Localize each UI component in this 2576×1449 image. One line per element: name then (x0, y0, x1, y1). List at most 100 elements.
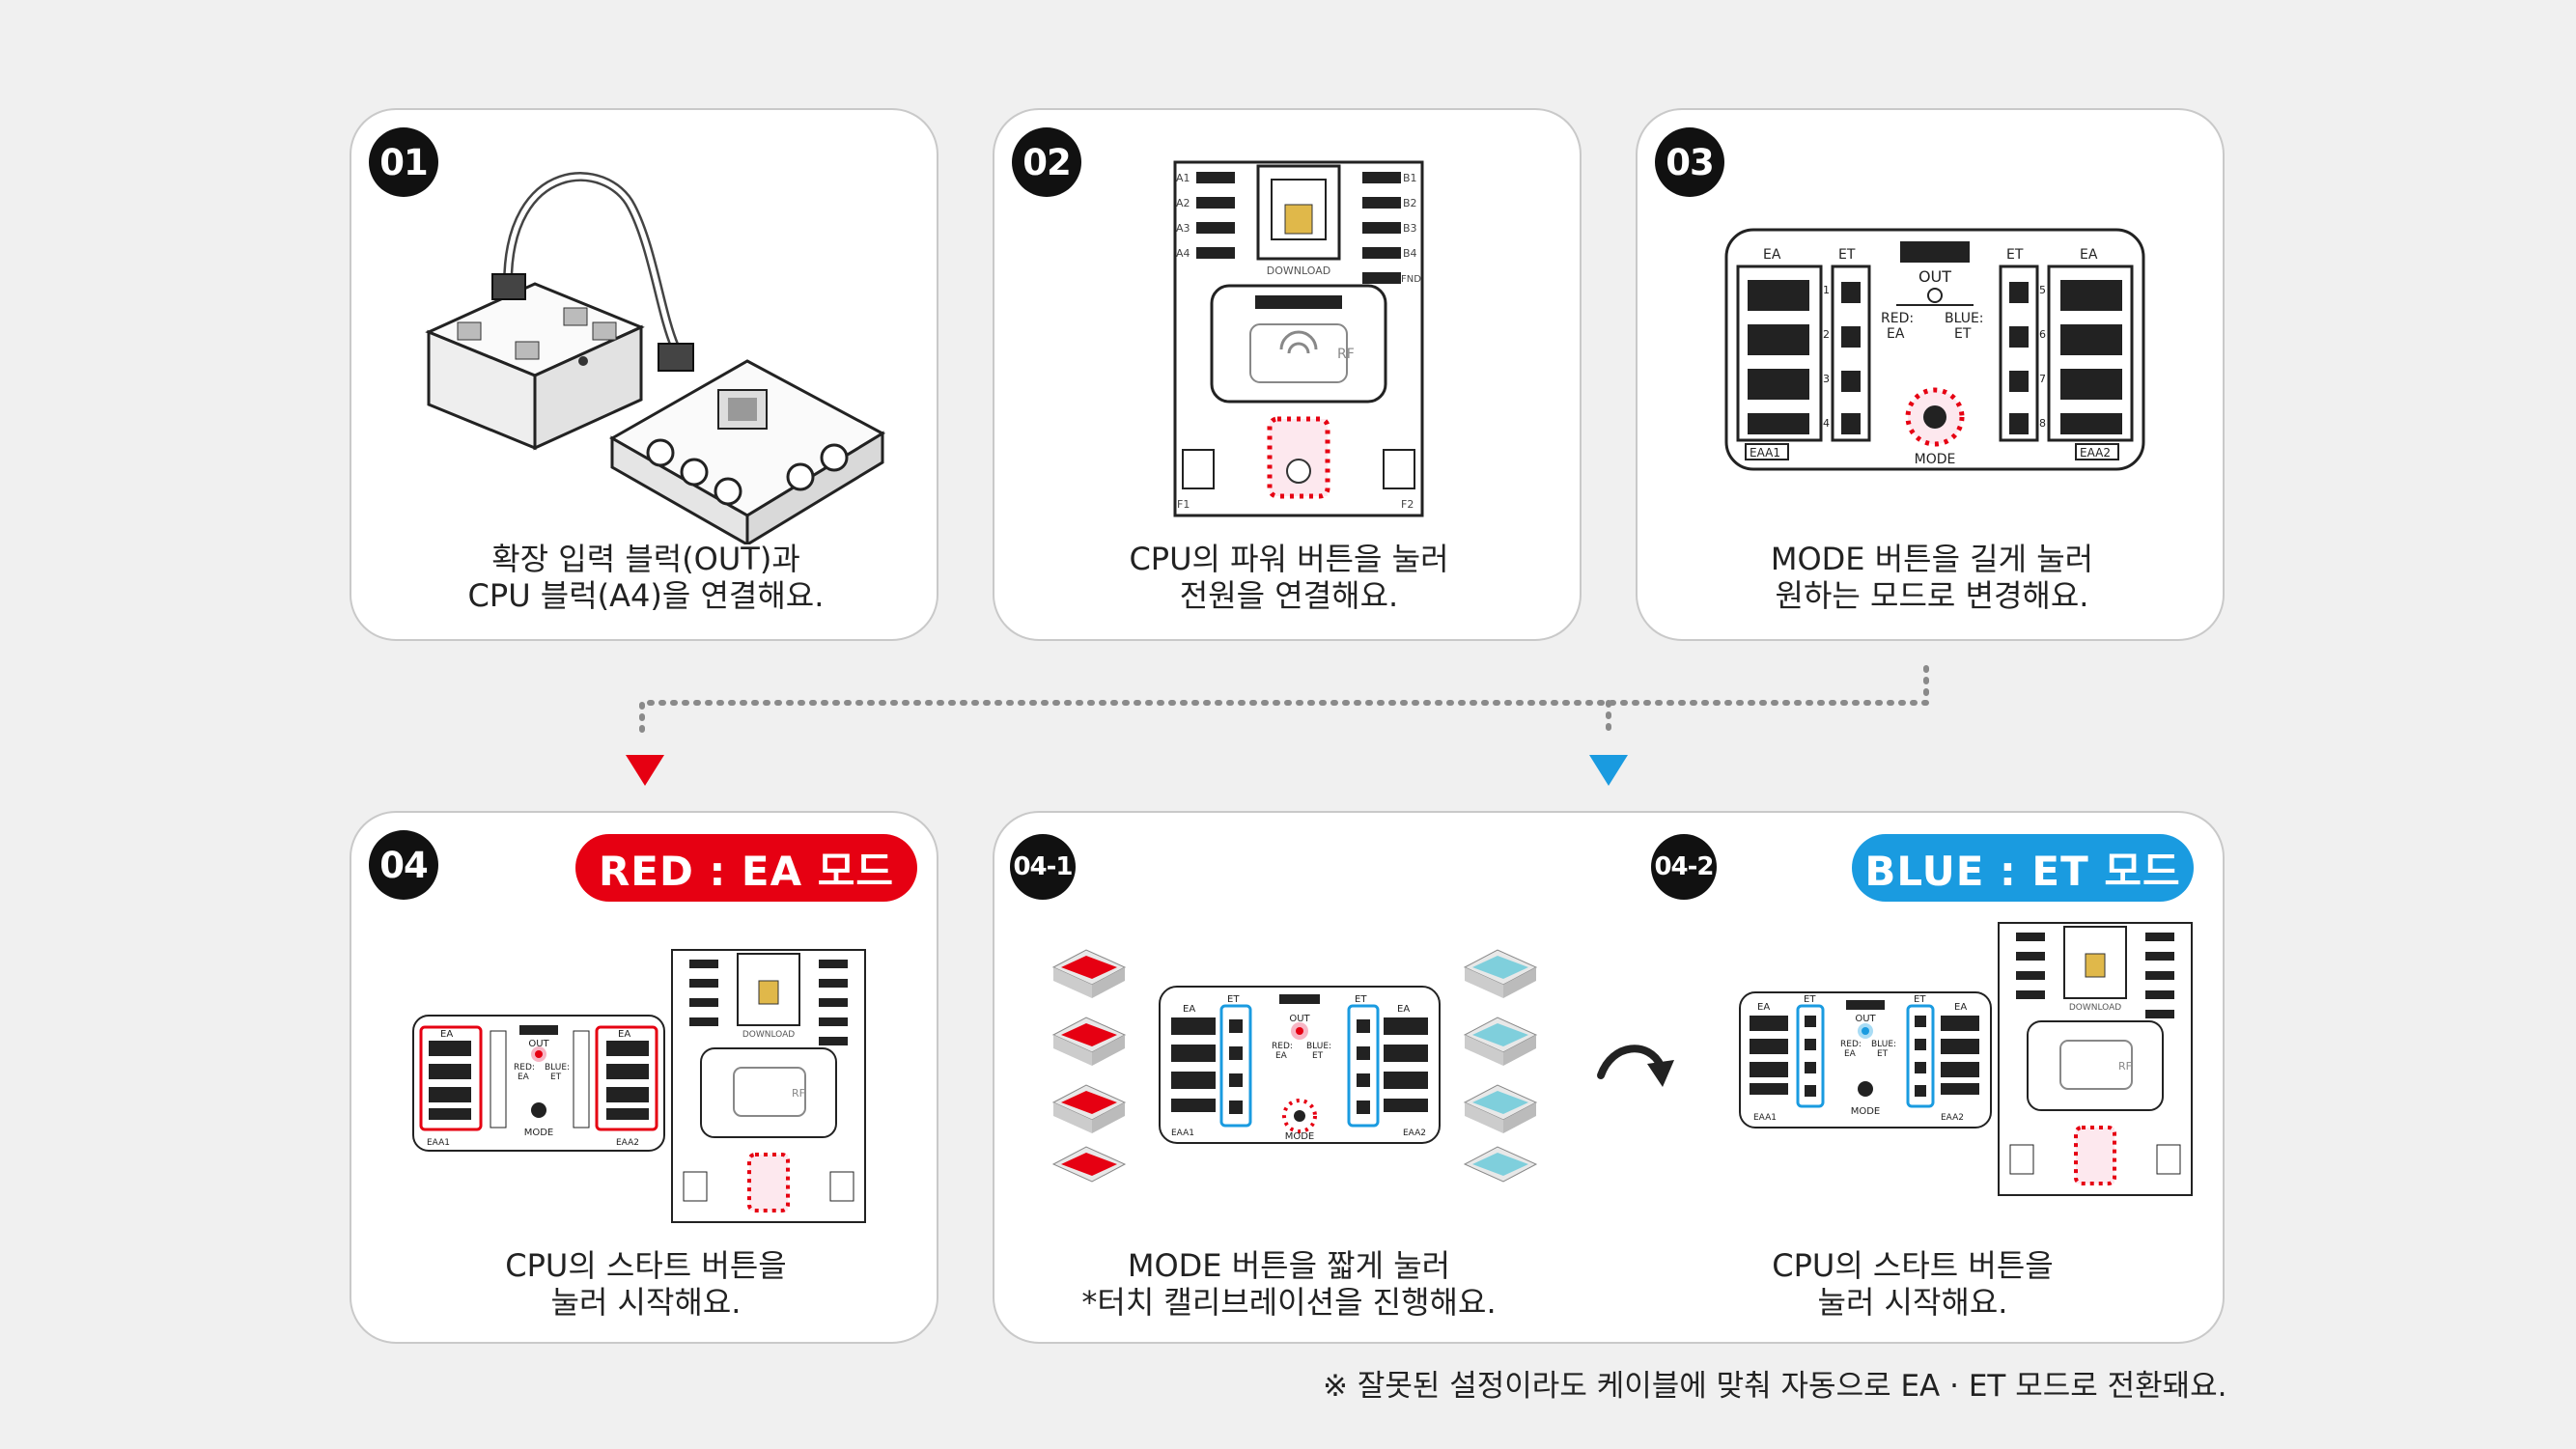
step-02-badge: 02 (1012, 127, 1081, 197)
svg-text:RED:: RED: (514, 1063, 535, 1073)
svg-text:ET: ET (1355, 994, 1367, 1005)
svg-text:2: 2 (1823, 328, 1830, 341)
svg-text:EAA1: EAA1 (1753, 1113, 1777, 1123)
step-03-caption-line2: 원하는 모드로 변경해요. (1775, 577, 2089, 614)
svg-text:ET: ET (1914, 994, 1926, 1005)
et-mode-setup-illustration: EA ET ET EA OUT RED: BLUE: EA ET MODE EA… (1739, 922, 2193, 1196)
out-label: OUT (1918, 267, 1951, 286)
blue-et-label: ET (1954, 326, 1972, 342)
svg-text:ET: ET (1877, 1049, 1889, 1059)
step-04-caption-line2: 눌러 시작해요. (550, 1284, 742, 1321)
port-label-a4: A4 (1176, 247, 1190, 260)
svg-text:EAA2: EAA2 (1403, 1129, 1426, 1138)
svg-text:MODE: MODE (1851, 1106, 1881, 1117)
svg-text:EA: EA (1954, 1002, 1967, 1013)
svg-text:RED:: RED: (1272, 1042, 1293, 1051)
cpu-block-power-illustration: A1 A2 A3 A4 B1 B2 B3 B4 FND DOWNLOAD RF … (1173, 160, 1424, 517)
port-label-b4: B4 (1403, 247, 1417, 260)
left-ea-label: EA (1763, 247, 1781, 263)
port-label-f1: F1 (1177, 498, 1190, 511)
arrow-down-blue-icon (1589, 755, 1628, 786)
svg-text:EA: EA (1757, 1002, 1770, 1013)
svg-text:EA: EA (518, 1073, 530, 1082)
step-02-caption: CPU의 파워 버튼을 눌러 전원을 연결해요. (994, 541, 1583, 614)
svg-text:EA: EA (440, 1029, 453, 1040)
port-label-a3: A3 (1176, 222, 1190, 235)
svg-text:MODE: MODE (524, 1128, 554, 1138)
step-04-1-caption-line2: *터치 캘리브레이션을 진행해요. (1081, 1284, 1497, 1321)
svg-text:BLUE:: BLUE: (1306, 1042, 1331, 1051)
svg-text:EAA1: EAA1 (1171, 1129, 1194, 1138)
left-et-label: ET (1838, 247, 1856, 263)
step-02-caption-line2: 전원을 연결해요. (1179, 577, 1399, 614)
step-04-1-caption-line1: MODE 버튼을 짧게 눌러 (1127, 1247, 1451, 1284)
expansion-block-connection-illustration (425, 172, 886, 544)
step-03-badge: 03 (1655, 127, 1724, 197)
step-01-caption: 확장 입력 블럭(OUT)과 CPU 블럭(A4)을 연결해요. (351, 541, 940, 614)
eaa1-label: EAA1 (1750, 446, 1780, 460)
step-04-caption-line1: CPU의 스타트 버튼을 (505, 1247, 787, 1284)
port-label-f2: F2 (1401, 498, 1414, 511)
svg-text:RED:: RED: (1840, 1040, 1862, 1049)
download-label: DOWNLOAD (1267, 265, 1330, 277)
svg-text:DOWNLOAD: DOWNLOAD (742, 1030, 795, 1040)
port-label-b1: B1 (1403, 172, 1417, 184)
blue-touch-sensors (1463, 949, 1538, 1183)
rf-label: RF (1337, 347, 1355, 362)
svg-text:EAA2: EAA2 (1941, 1113, 1964, 1123)
step-03-caption: MODE 버튼을 길게 눌러 원하는 모드로 변경해요. (1638, 541, 2226, 614)
step-02-caption-line1: CPU의 파워 버튼을 눌러 (1129, 541, 1449, 577)
red-label: RED: (1881, 311, 1914, 326)
svg-text:3: 3 (1823, 373, 1830, 385)
svg-text:ET: ET (1312, 1051, 1324, 1061)
blue-label: BLUE: (1945, 311, 1984, 326)
port-label-b3: B3 (1403, 222, 1417, 235)
svg-text:8: 8 (2039, 417, 2046, 430)
step-01-caption-line2: CPU 블럭(A4)을 연결해요. (467, 577, 825, 614)
svg-text:EAA2: EAA2 (616, 1138, 639, 1148)
step-04-2-caption-line1: CPU의 스타트 버튼을 (1772, 1247, 2054, 1284)
port-label-a1: A1 (1176, 172, 1190, 184)
svg-text:DOWNLOAD: DOWNLOAD (2069, 1003, 2121, 1013)
svg-text:RF: RF (2118, 1060, 2132, 1073)
right-et-label: ET (2006, 247, 2024, 263)
svg-text:BLUE:: BLUE: (545, 1063, 570, 1073)
step-04-card: 04 RED : EA 모드 EA EA OUT RED: BLUE: EA E… (350, 811, 938, 1344)
step-03-card: 03 EA ET 1 2 3 4 EAA1 ET EA 5 6 7 8 EAA2… (1636, 108, 2225, 641)
svg-text:6: 6 (2039, 328, 2046, 341)
step-04-1-badge: 04-1 (1010, 834, 1076, 900)
step-02-card: 02 A1 A2 A3 A4 B1 B2 B3 B4 FND DOWNLOAD … (993, 108, 1582, 641)
svg-text:OUT: OUT (1289, 1014, 1310, 1024)
step-04-1-caption: MODE 버튼을 짧게 눌러 *터치 캘리브레이션을 진행해요. (994, 1247, 1583, 1321)
svg-text:EA: EA (618, 1029, 630, 1040)
step-04-2-caption: CPU의 스타트 버튼을 눌러 시작해요. (1618, 1247, 2207, 1321)
svg-text:RF: RF (792, 1087, 805, 1100)
svg-text:4: 4 (1823, 417, 1830, 430)
svg-text:ET: ET (1804, 994, 1816, 1005)
footnote: ※ 잘못된 설정이라도 케이블에 맞춰 자동으로 EA · ET 모드로 전환돼… (1323, 1369, 2227, 1404)
arrow-down-red-icon (626, 755, 664, 786)
red-ea-label: EA (1887, 326, 1905, 342)
touch-calibration-illustration: EA ET ET EA OUT RED: BLUE: EA ET MODE EA… (1051, 949, 1538, 1183)
blue-et-mode-pill: BLUE : ET 모드 (1852, 834, 2194, 902)
svg-text:EA: EA (1275, 1051, 1288, 1061)
svg-text:OUT: OUT (528, 1039, 549, 1049)
curved-arrow-icon (1597, 1045, 1674, 1087)
svg-text:MODE: MODE (1285, 1131, 1315, 1142)
right-ea-label: EA (2080, 247, 2098, 263)
svg-text:ET: ET (1227, 994, 1240, 1005)
eaa2-label: EAA2 (2080, 446, 2111, 460)
step-04-et-card: 04-1 04-2 BLUE : ET 모드 EA ET ET EA OUT (993, 811, 2225, 1344)
flow-connector (626, 665, 1929, 786)
step-04-2-caption-line2: 눌러 시작해요. (1817, 1284, 2008, 1321)
step-01-caption-line1: 확장 입력 블럭(OUT)과 (491, 541, 800, 577)
step-01-badge: 01 (369, 127, 438, 197)
svg-text:OUT: OUT (1855, 1014, 1876, 1024)
svg-text:BLUE:: BLUE: (1871, 1040, 1896, 1049)
ea-mode-setup-illustration: EA EA OUT RED: BLUE: EA ET MODE EAA1 EAA… (412, 949, 866, 1223)
svg-text:EA: EA (1397, 1004, 1410, 1015)
svg-text:EA: EA (1183, 1004, 1195, 1015)
step-04-badge: 04 (369, 830, 438, 900)
svg-text:1: 1 (1823, 284, 1830, 296)
step-04-caption: CPU의 스타트 버튼을 눌러 시작해요. (351, 1247, 940, 1321)
